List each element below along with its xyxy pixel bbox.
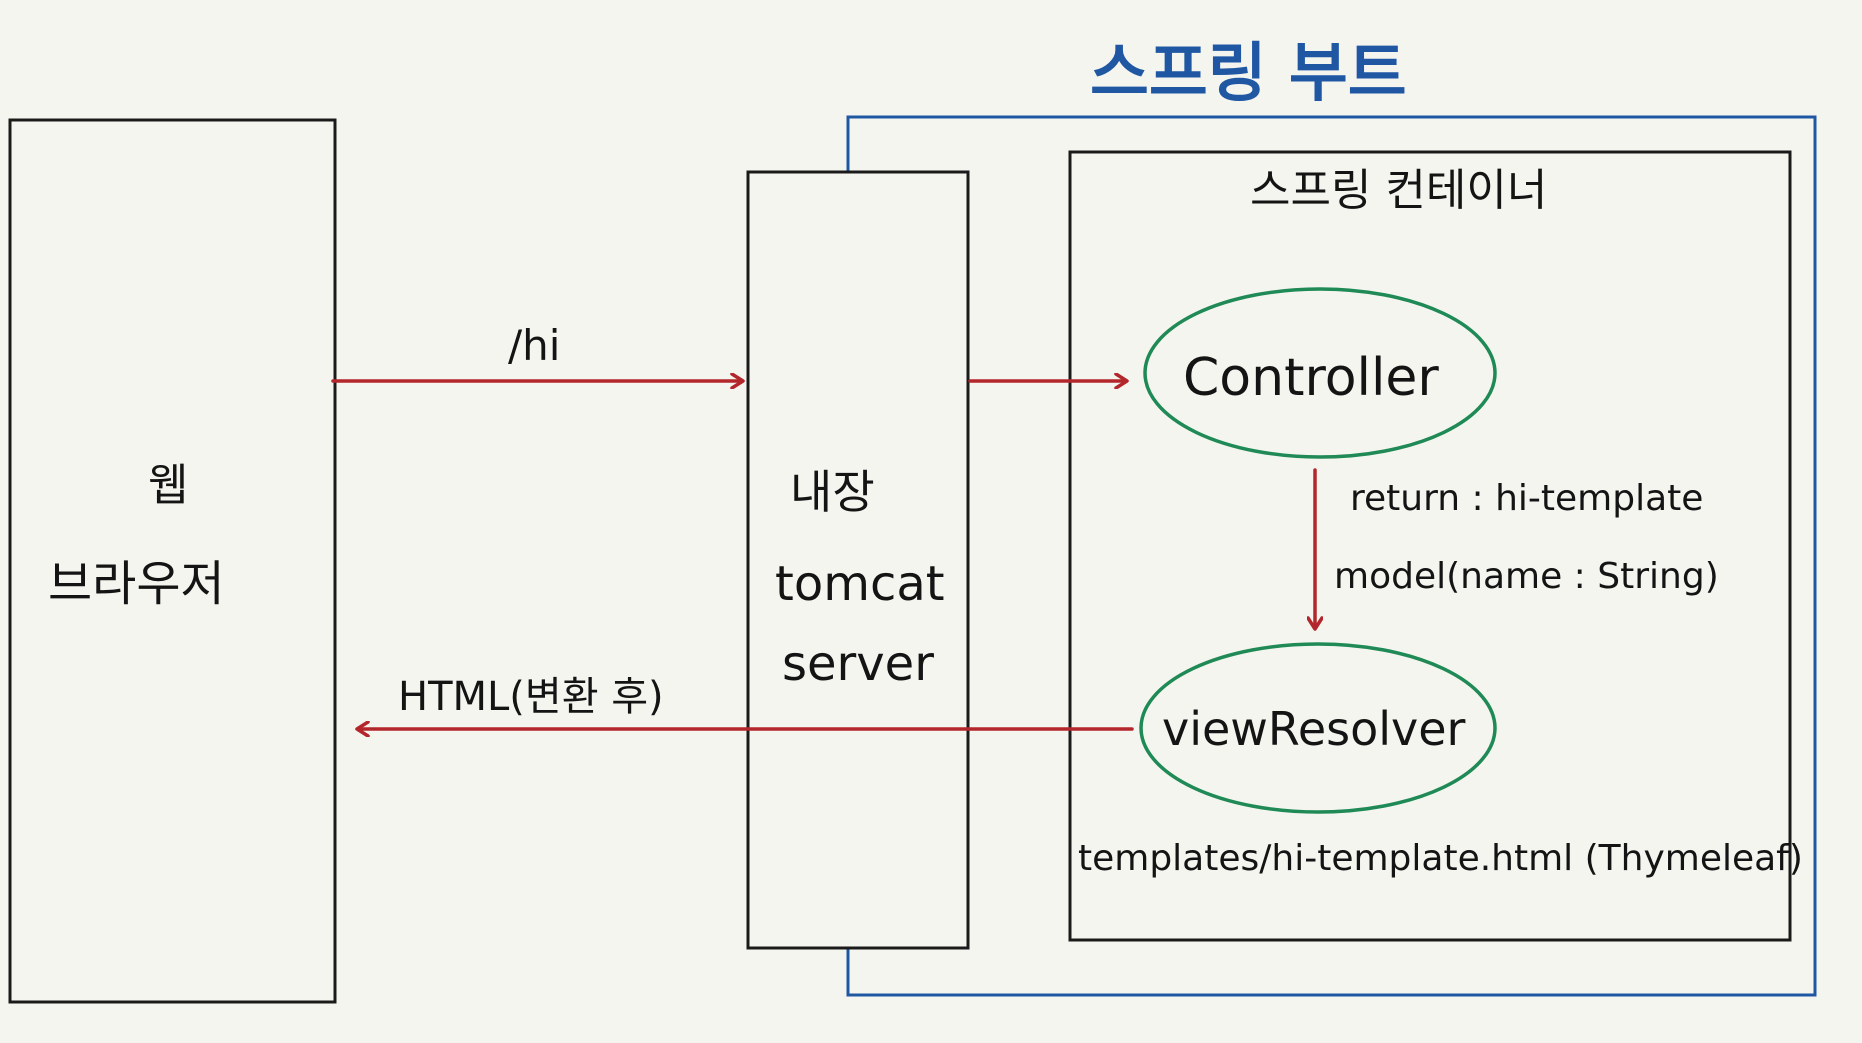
- response-label: HTML(변환 후): [398, 674, 664, 720]
- tomcat-label-line2: tomcat: [775, 556, 945, 612]
- request-path-label: /hi: [508, 321, 560, 370]
- web-browser-label-line2: 브라우저: [48, 556, 225, 612]
- tomcat-label-line3: server: [782, 636, 934, 692]
- controller-label: Controller: [1183, 348, 1439, 408]
- spring-boot-title: 스프링 부트: [1090, 37, 1407, 111]
- template-path-label: templates/hi-template.html (Thymeleaf): [1078, 838, 1803, 879]
- web-browser-box: [8, 118, 337, 1004]
- tomcat-server-box: [746, 170, 970, 950]
- tomcat-label-line1: 내장: [790, 465, 875, 519]
- spring-boot-frame: [846, 115, 1817, 997]
- view-resolver-label: viewResolver: [1162, 702, 1466, 756]
- spring-container-title: 스프링 컨테이너: [1250, 165, 1547, 216]
- view-resolver-ellipse: [1139, 642, 1497, 814]
- return-value-label: return : hi-template: [1350, 478, 1703, 519]
- web-browser-label-line1: 웹: [148, 460, 188, 511]
- spring-container-box: [1068, 150, 1792, 942]
- model-label: model(name : String): [1334, 556, 1719, 597]
- controller-ellipse: [1143, 287, 1497, 459]
